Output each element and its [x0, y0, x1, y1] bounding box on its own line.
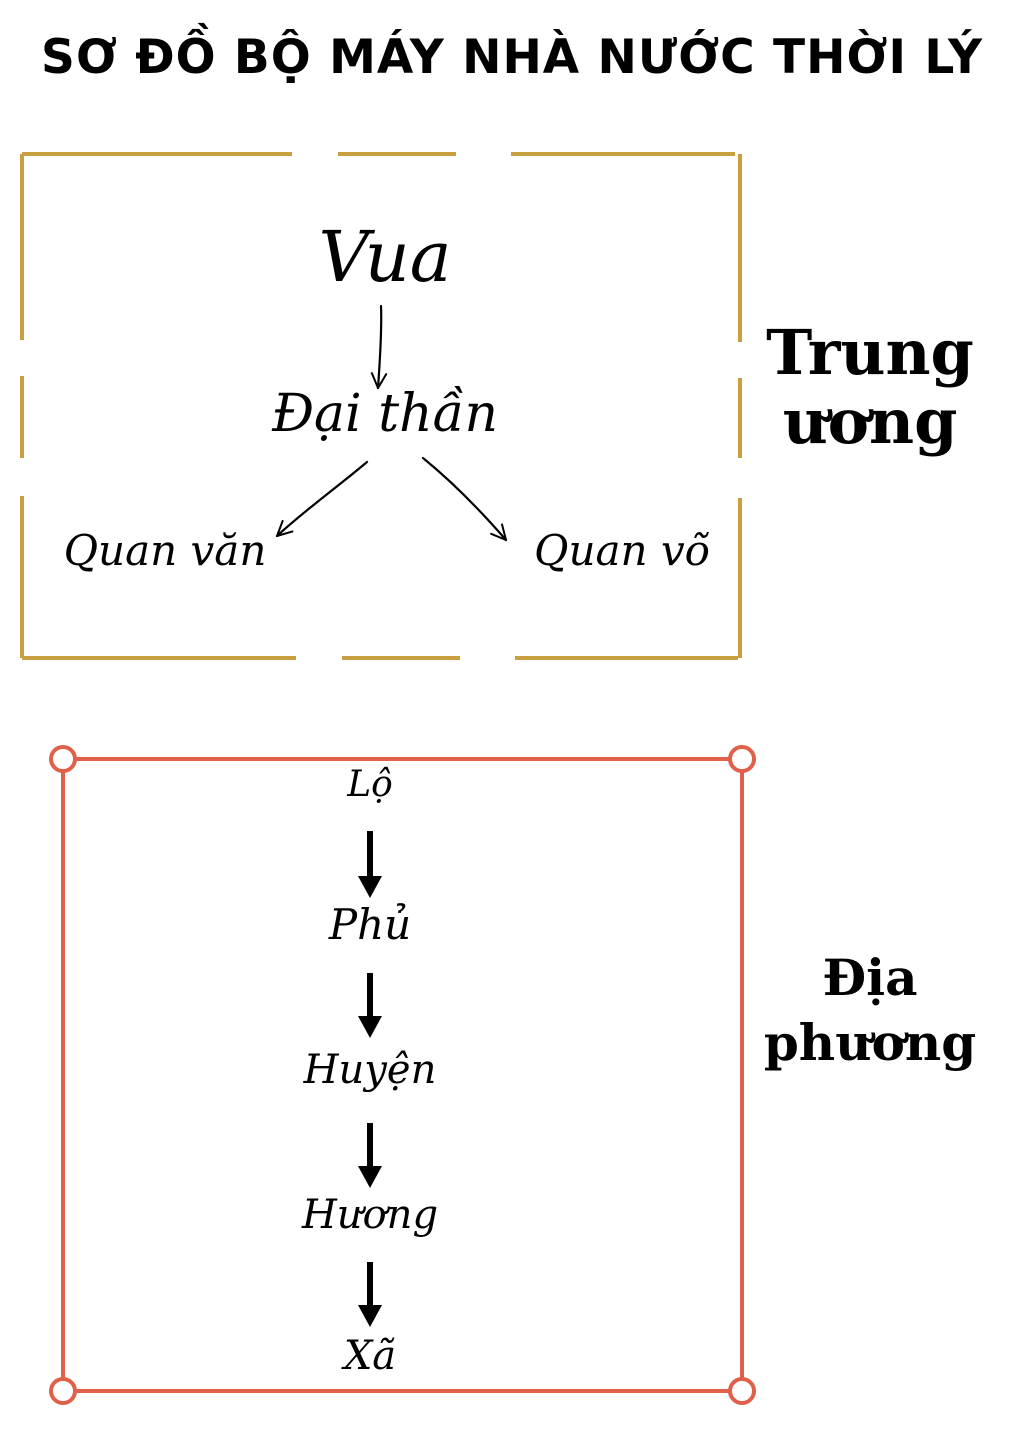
arrow-huong-to-xa	[358, 1262, 382, 1327]
node-military-officials: Quan võ	[534, 526, 710, 575]
local-frame-corner-tr	[728, 745, 756, 773]
node-phu: Phủ	[328, 900, 412, 949]
arrow-phu-to-huyen	[358, 973, 382, 1038]
node-huyen: Huyện	[303, 1047, 437, 1093]
node-huong: Hương	[301, 1192, 439, 1238]
arrow-king-to-grand-officials	[370, 304, 388, 390]
local-frame	[49, 745, 756, 1405]
central-arrows	[275, 304, 508, 542]
local-frame-corner-bl	[49, 1377, 77, 1405]
local-frame-corner-br	[728, 1377, 756, 1405]
diagram-title: SƠ ĐỒ BỘ MÁY NHÀ NƯỚC THỜI LÝ	[40, 30, 984, 85]
arrow-grand-officials-to-military	[421, 456, 508, 542]
central-frame	[20, 152, 742, 660]
local-frame-corner-tl	[49, 745, 77, 773]
central-label: Trung ương	[760, 318, 980, 457]
node-king: Vua	[318, 216, 452, 298]
arrow-grand-officials-to-civil	[275, 460, 369, 538]
node-xa: Xã	[343, 1333, 397, 1379]
central-label-line1: Trung	[766, 316, 974, 389]
node-lo: Lộ	[347, 764, 393, 805]
central-label-line2: ương	[782, 385, 958, 459]
local-label-line2: phương	[763, 1013, 977, 1072]
local-label-line1: Địa	[822, 948, 918, 1007]
arrow-huyen-to-huong	[358, 1123, 382, 1188]
local-arrows	[358, 831, 382, 1327]
arrow-lo-to-phu	[358, 831, 382, 898]
local-label: Địa phương	[752, 945, 988, 1075]
node-grand-officials: Đại thần	[272, 384, 498, 444]
node-civil-officials: Quan văn	[63, 526, 267, 575]
local-frame-border	[61, 757, 744, 1393]
